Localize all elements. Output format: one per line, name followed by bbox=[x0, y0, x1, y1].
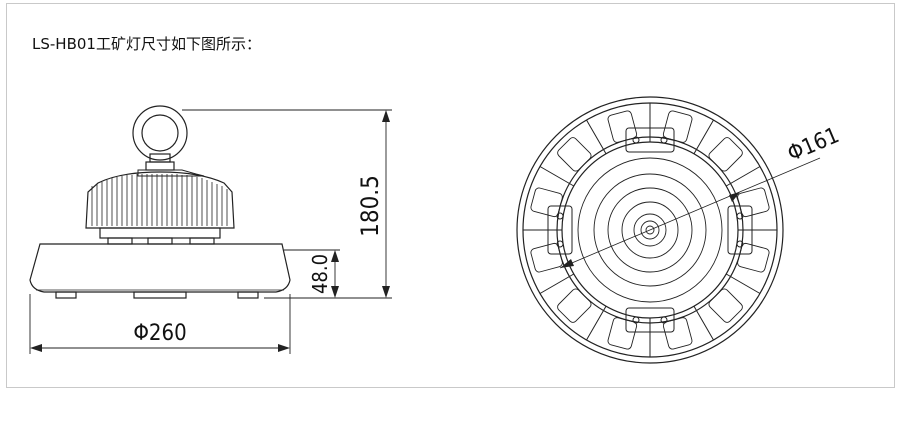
dimension-width-label: Φ260 bbox=[133, 321, 186, 346]
page-title: LS-HB01工矿灯尺寸如下图所示： bbox=[32, 35, 261, 53]
dimension-height-label: 180.5 bbox=[356, 175, 384, 237]
dimension-lines bbox=[29, 109, 392, 354]
outer-rim bbox=[516, 96, 784, 364]
lens-rings bbox=[577, 157, 723, 303]
eye-bolt-neck bbox=[149, 153, 171, 163]
reflector-base bbox=[29, 243, 291, 293]
diameter-leader bbox=[559, 157, 821, 269]
reflector-segments bbox=[523, 103, 777, 357]
drawing-frame bbox=[6, 3, 895, 388]
dimension-base-height-label: 48.0 bbox=[308, 254, 332, 294]
side-view bbox=[29, 105, 291, 299]
eye-bolt-ring bbox=[132, 105, 188, 161]
heatsink-body bbox=[85, 171, 235, 229]
heatsink-fins bbox=[91, 174, 228, 226]
mounting-brackets bbox=[547, 127, 753, 333]
dimension-arrows bbox=[30, 110, 390, 352]
front-view bbox=[516, 96, 821, 364]
